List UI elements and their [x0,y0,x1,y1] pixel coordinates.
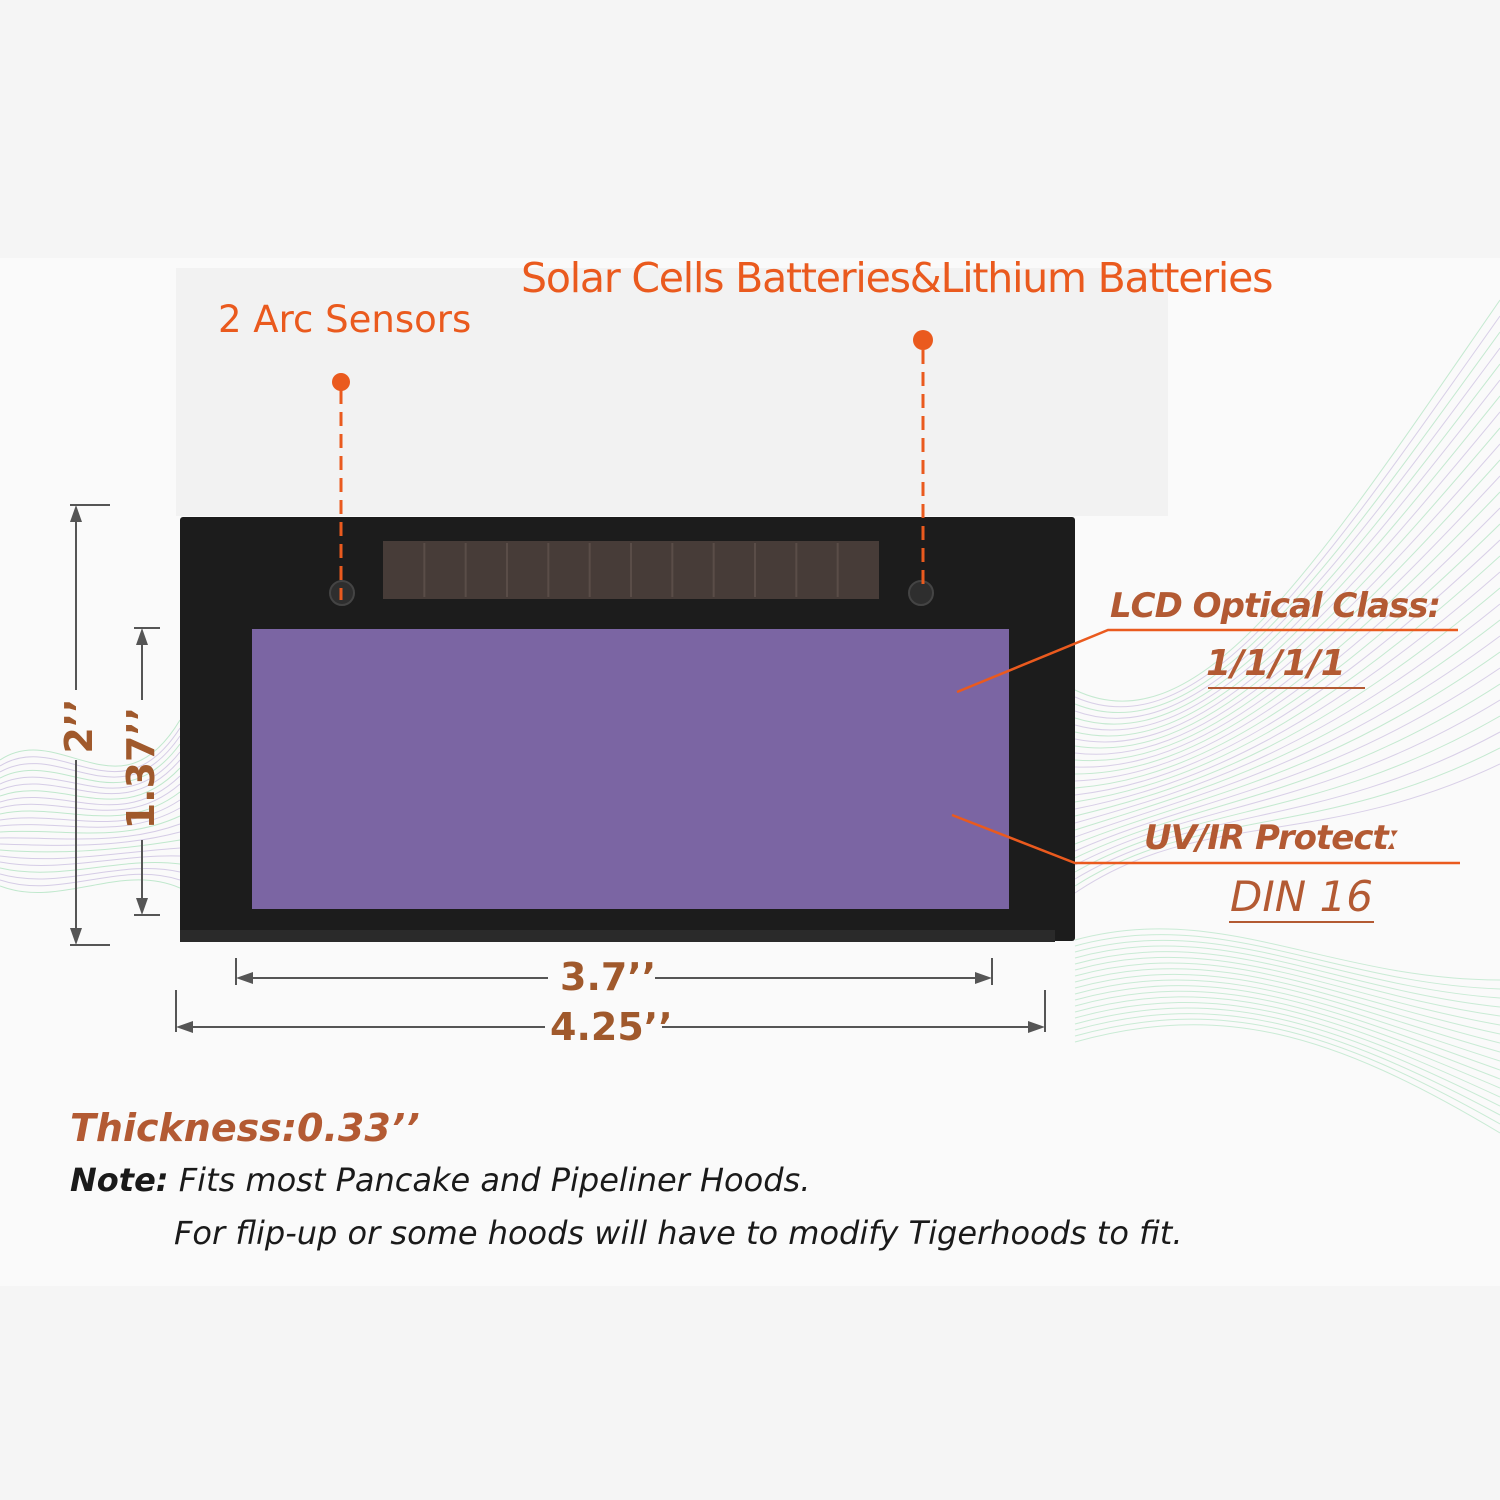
uvir-title: UV/IR Protectː [1144,818,1399,858]
solar-callout [913,330,933,592]
lcd-class-value: 1/1/1/1 [1206,643,1346,684]
note-label: Note: [70,1161,169,1199]
dimension-height-inner-label: 1.37’’ [119,707,163,830]
decorative-waves [0,299,1500,1134]
uvir-callout [951,813,1460,865]
uvir-value: DIN 16 [1230,872,1373,921]
arc-sensor-right [908,580,934,606]
dimension-height-inner [134,627,160,916]
solar-cells-label: Solar Cells Batteries&Lithium Batteries [521,254,1273,302]
dimension-height-outer [70,504,110,946]
arc-sensors-label: 2 Arc Sensors [218,298,472,341]
thickness-label: Thickness:0.33’’ [70,1106,420,1150]
note-line-1: Note: Fits most Pancake and Pipeliner Ho… [70,1161,810,1199]
dimension-width-inner [235,958,993,985]
dimension-width-inner-label: 3.7’’ [560,955,657,999]
solar-panel-cells [423,543,839,597]
note-text-1: Fits most Pancake and Pipeliner Hoods. [178,1161,811,1199]
note-line-2: For flip-up or some hoods will have to m… [174,1214,1183,1252]
viewing-window [252,629,1009,909]
arc-sensor-callout [332,373,350,600]
lcd-class-callout [956,628,1458,694]
lcd-class-title: LCD Optical Class: [1110,586,1441,626]
dimension-width-outer [175,990,1046,1033]
dimension-height-outer-label: 2’’ [57,698,101,753]
dimension-width-outer-label: 4.25’’ [550,1005,673,1049]
